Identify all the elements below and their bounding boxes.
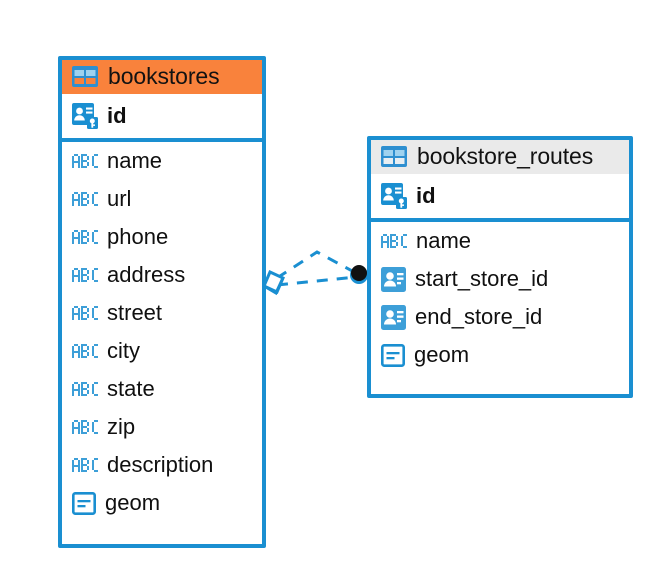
field-label: phone	[107, 224, 169, 249]
table-icon	[381, 146, 407, 167]
field-label: state	[107, 376, 155, 401]
diamond-marker	[262, 269, 285, 296]
abc-text-icon	[72, 382, 98, 396]
entity-title: bookstores	[108, 63, 220, 89]
field-row-name[interactable]: name	[371, 222, 629, 260]
entity-header-bookstores[interactable]: bookstores	[62, 60, 262, 94]
entity-title: bookstore_routes	[417, 143, 594, 169]
primary-key-separator	[371, 218, 629, 222]
field-row-name[interactable]: name	[62, 142, 262, 180]
field-row-phone[interactable]: phone	[62, 218, 262, 256]
circle-marker	[350, 265, 368, 284]
entity-table-bookstores[interactable]: bookstores id	[58, 56, 266, 548]
field-row-description[interactable]: description	[62, 446, 262, 484]
field-label: zip	[107, 414, 136, 439]
abc-text-icon	[72, 458, 98, 472]
field-list-bookstores: name u	[62, 142, 262, 522]
entity-header-bookstore-routes[interactable]: bookstore_routes	[371, 140, 629, 174]
primary-key-icon	[381, 183, 407, 209]
field-label: url	[107, 186, 132, 211]
field-row-geom[interactable]: geom	[371, 336, 629, 374]
field-list-bookstore-routes: name start_store_id	[371, 222, 629, 374]
geometry-icon	[381, 343, 405, 367]
field-label: name	[107, 148, 163, 173]
foreign-key-icon	[381, 304, 406, 330]
abc-text-icon	[72, 154, 98, 168]
abc-text-icon	[72, 230, 98, 244]
field-label: geom	[414, 342, 470, 367]
field-row-state[interactable]: state	[62, 370, 262, 408]
field-label: description	[107, 452, 214, 477]
abc-text-icon	[72, 306, 98, 320]
abc-text-icon	[72, 344, 98, 358]
field-row-zip[interactable]: zip	[62, 408, 262, 446]
field-row-primary-key[interactable]: id	[62, 94, 262, 138]
field-row-start-store-id[interactable]: start_store_id	[371, 260, 629, 298]
abc-text-icon	[381, 234, 407, 248]
field-label: start_store_id	[415, 266, 549, 291]
abc-text-icon	[72, 268, 98, 282]
field-row-primary-key[interactable]: id	[371, 174, 629, 218]
entity-table-bookstore-routes[interactable]: bookstore_routes id	[367, 136, 633, 398]
field-label: id	[416, 183, 436, 208]
field-row-url[interactable]: url	[62, 180, 262, 218]
abc-text-icon	[72, 192, 98, 206]
field-row-end-store-id[interactable]: end_store_id	[371, 298, 629, 336]
relationship-branch-upper	[276, 250, 357, 280]
field-label: address	[107, 262, 186, 287]
primary-key-separator	[62, 138, 262, 142]
geometry-icon	[72, 491, 96, 515]
field-label: name	[416, 228, 472, 253]
field-label: city	[107, 338, 140, 363]
field-row-city[interactable]: city	[62, 332, 262, 370]
relationship-branch-lower	[276, 275, 357, 287]
field-label: geom	[105, 490, 161, 515]
field-label: street	[107, 300, 163, 325]
table-icon	[72, 66, 98, 87]
field-row-street[interactable]: street	[62, 294, 262, 332]
primary-key-icon	[72, 103, 98, 129]
field-row-address[interactable]: address	[62, 256, 262, 294]
field-label: id	[107, 103, 127, 128]
relationship-connector[interactable]	[255, 240, 385, 320]
abc-text-icon	[72, 420, 98, 434]
field-row-geom[interactable]: geom	[62, 484, 262, 522]
field-label: end_store_id	[415, 304, 543, 329]
foreign-key-icon	[381, 266, 406, 292]
